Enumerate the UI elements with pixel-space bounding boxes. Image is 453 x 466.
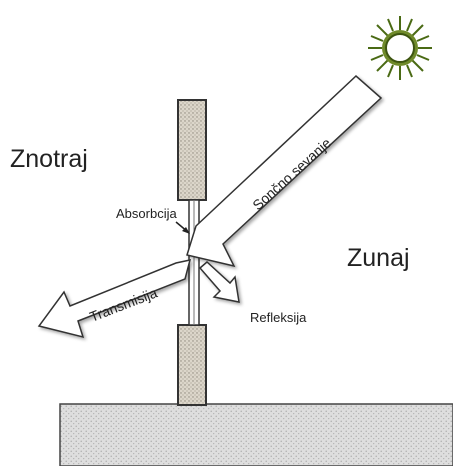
- wall-upper: [178, 100, 206, 200]
- inside-label: Znotraj: [10, 145, 88, 173]
- ground: [60, 404, 453, 466]
- reflection-arrow: [200, 262, 239, 302]
- wall-lower: [178, 325, 206, 405]
- outside-label: Zunaj: [347, 244, 410, 272]
- glass-pane: [189, 200, 199, 325]
- absorption-label: Absorbcija: [116, 206, 177, 221]
- reflection-label: Refleksija: [250, 310, 307, 325]
- absorption-pointer: [176, 222, 190, 234]
- sun-icon: [368, 16, 432, 80]
